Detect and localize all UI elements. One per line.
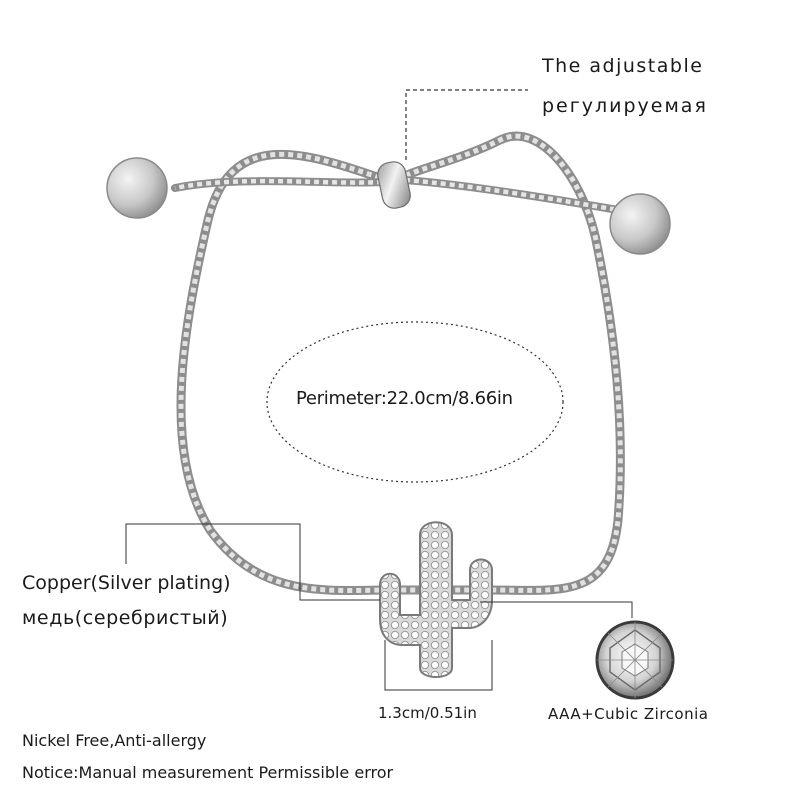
gem-leader-line <box>480 601 633 618</box>
stone-label: AAA+Cubic Zirconia <box>548 705 709 723</box>
end-disc-left-icon <box>106 157 168 219</box>
measurement-note: Notice:Manual measurement Permissible er… <box>22 763 394 782</box>
cubic-zirconia-icon <box>595 620 675 700</box>
slider-bead-icon <box>377 161 411 209</box>
perimeter-label: Perimeter:22.0cm/8.66in <box>296 388 513 409</box>
cactus-pendant-icon <box>379 521 493 678</box>
material-label-ru: медь(серебристый) <box>22 607 229 629</box>
adjustable-leader-line <box>405 89 528 160</box>
nickel-free-note: Nickel Free,Anti-allergy <box>22 731 207 750</box>
chain <box>171 131 625 595</box>
material-label-en: Copper(Silver plating) <box>22 572 231 594</box>
material-leader-line <box>125 523 380 601</box>
perimeter-ellipse <box>266 321 564 483</box>
adjustable-label-ru: регулируемая <box>542 95 708 117</box>
adjustable-label-en: The adjustable <box>542 55 704 77</box>
size-bracket <box>384 640 493 691</box>
pendant-size-label: 1.3cm/0.51in <box>378 704 477 722</box>
end-disc-right-icon <box>609 193 671 255</box>
